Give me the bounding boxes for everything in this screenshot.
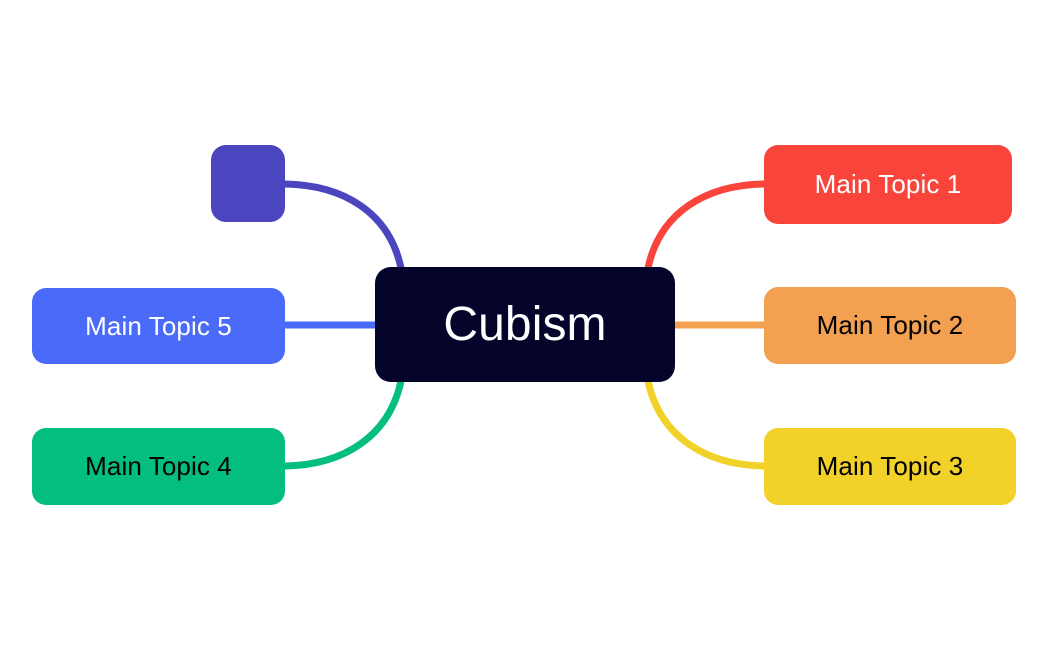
node-main-topic-2-label: Main Topic 2 [816, 310, 964, 340]
central-node[interactable]: Cubism [375, 267, 675, 382]
node-blank-topic[interactable] [211, 145, 285, 222]
edge-topic-4 [281, 377, 405, 470]
node-main-topic-1-label: Main Topic 1 [814, 169, 962, 199]
central-node-label: Cubism [443, 298, 607, 351]
node-main-topic-4[interactable]: Main Topic 4 [32, 428, 285, 505]
node-main-topic-3-label: Main Topic 3 [816, 451, 964, 481]
node-main-topic-4-label: Main Topic 4 [85, 451, 232, 481]
node-main-topic-1[interactable]: Main Topic 1 [764, 145, 1012, 224]
edge-topic-1 [644, 180, 768, 272]
node-main-topic-3[interactable]: Main Topic 3 [764, 428, 1016, 505]
edge-blank [281, 180, 405, 272]
node-main-topic-2[interactable]: Main Topic 2 [764, 287, 1016, 364]
edge-topic-3 [644, 377, 768, 470]
node-main-topic-5[interactable]: Main Topic 5 [32, 288, 285, 364]
node-main-topic-5-label: Main Topic 5 [85, 310, 232, 341]
